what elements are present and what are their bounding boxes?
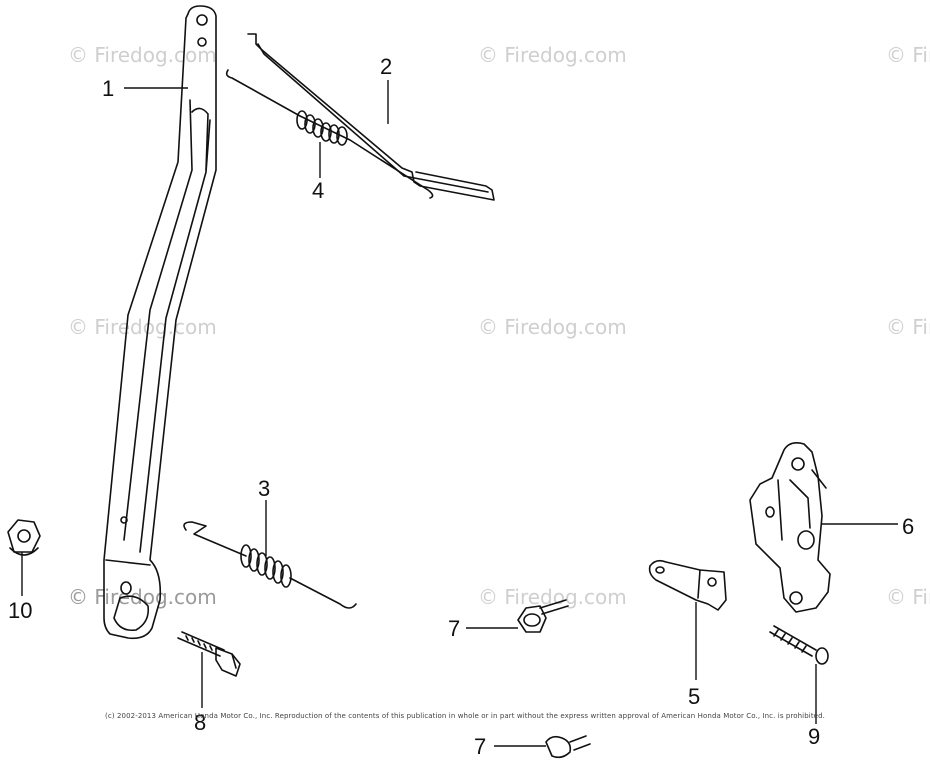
callout-5: 5	[688, 684, 700, 709]
part-4-spring	[225, 69, 434, 199]
callout-8: 8	[194, 710, 206, 735]
callout-3: 3	[258, 476, 270, 501]
watermark-4: © Firedog.com	[68, 315, 217, 339]
part-1-lever-arm	[103, 5, 217, 640]
watermark-9: © Firedog.com	[886, 585, 930, 609]
callout-6: 6	[902, 514, 914, 539]
watermark-5: © Firedog.com	[478, 315, 627, 339]
callouts: 1 2 3 4 5 6 7 7 8 9 10	[8, 54, 914, 759]
callout-1: 1	[102, 76, 114, 101]
callout-9: 9	[808, 724, 820, 749]
part-3-spring	[183, 521, 357, 609]
part-6-plate	[749, 442, 831, 613]
watermark-8: © Firedog.com	[478, 585, 627, 609]
callout-10: 10	[8, 598, 32, 623]
callout-4: 4	[312, 178, 324, 203]
copyright-notice: (c) 2002-2013 American Honda Motor Co., …	[105, 712, 825, 720]
part-2-rod	[247, 33, 495, 201]
callout-7-lower: 7	[474, 734, 486, 759]
part-10-nut	[7, 519, 41, 556]
part-7-bolt-lower	[545, 735, 591, 759]
callout-2: 2	[380, 54, 392, 79]
watermark-6: © Firedog.com	[886, 315, 930, 339]
part-7-bolt-upper	[517, 599, 569, 633]
watermark-3: © Firedog.com	[886, 43, 930, 67]
leader-lines	[21, 80, 898, 747]
watermark-2: © Firedog.com	[478, 43, 627, 67]
callout-7-upper: 7	[448, 616, 460, 641]
part-8-bolt	[177, 631, 241, 677]
watermark-7: © Firedog.com	[68, 585, 217, 609]
part-9-screw	[769, 625, 829, 665]
watermark-1: © Firedog.com	[68, 43, 217, 67]
part-5-bracket	[648, 559, 727, 611]
